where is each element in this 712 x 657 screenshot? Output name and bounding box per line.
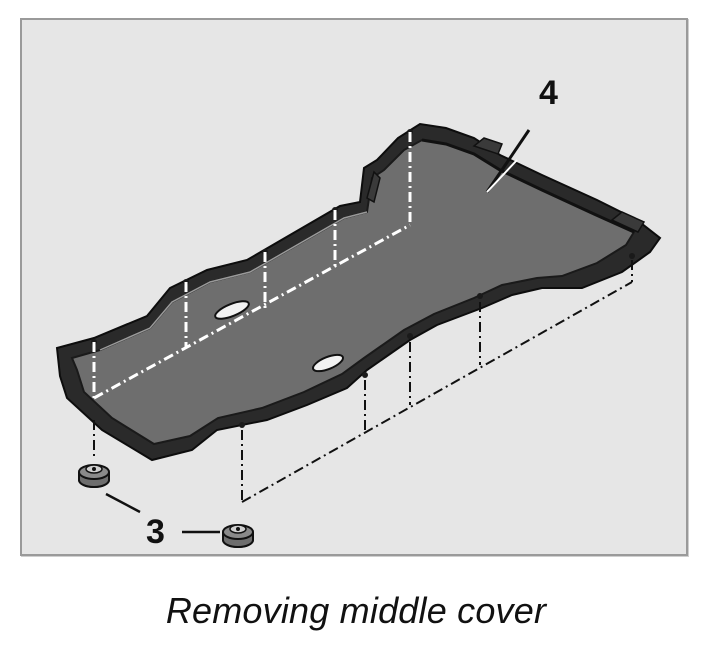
cover-tab (366, 170, 381, 204)
cover-tab (472, 137, 503, 155)
cover-ridge (421, 138, 635, 234)
assembly-lines-lower (93, 260, 633, 503)
leader-line-4 (485, 129, 531, 193)
cover-slot (311, 353, 345, 373)
cover-tab (610, 211, 646, 233)
exploded-view-diagram: 4 3 (55, 74, 662, 551)
callout-number-3: 3 (146, 513, 165, 551)
leader-line-4-white (486, 159, 518, 193)
cover-slot (214, 300, 250, 320)
middle-cover-panel (55, 122, 662, 462)
assembly-lines-upper (92, 132, 412, 402)
figure-caption: Removing middle cover (165, 590, 547, 631)
callout-number-4: 4 (539, 74, 558, 112)
cover-edge-highlight (99, 211, 368, 351)
leader-line-3-left (105, 492, 141, 514)
nut-left (78, 464, 110, 488)
figure-frame: 4 3 (20, 18, 688, 556)
nut-right (222, 524, 254, 548)
